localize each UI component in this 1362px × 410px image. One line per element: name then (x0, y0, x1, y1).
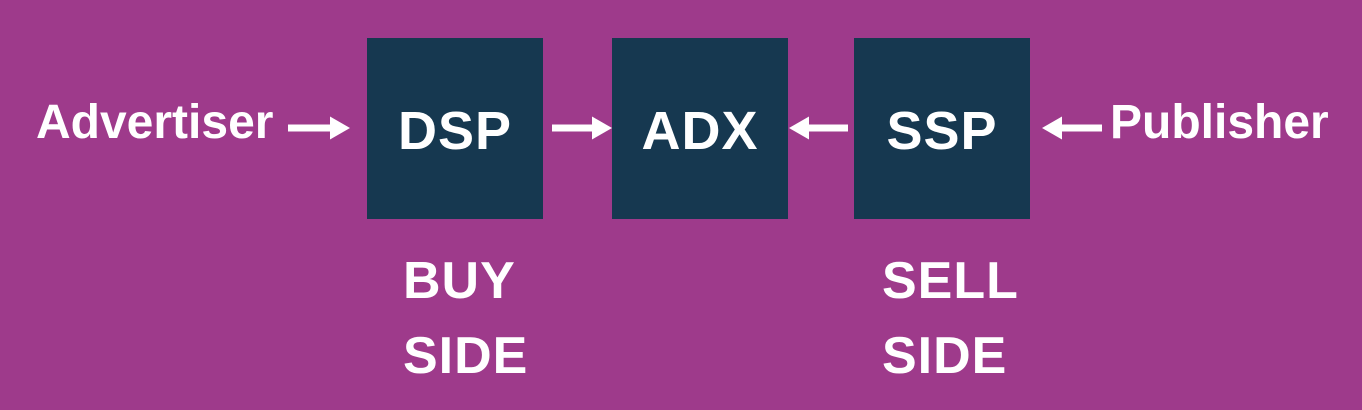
sell-side-line2: SIDE (882, 327, 1008, 385)
buy-side-annotation: BUY SIDE (403, 244, 528, 394)
adx-label: ADX (641, 100, 759, 161)
sell-side-line1: SELL (882, 252, 1019, 310)
adx-box: ADX (612, 38, 788, 219)
arrow-right-icon (552, 116, 612, 140)
dsp-box: DSP (367, 38, 543, 219)
advertiser-label: Advertiser (36, 96, 274, 149)
arrow-right-icon (288, 116, 350, 140)
publisher-label: Publisher (1110, 96, 1329, 149)
buy-side-line2: SIDE (403, 327, 529, 385)
dsp-label: DSP (397, 100, 513, 161)
ssp-label: SSP (886, 100, 998, 161)
ssp-box: SSP (854, 38, 1030, 219)
sell-side-annotation: SELL SIDE (882, 244, 1019, 394)
arrow-left-icon (1042, 116, 1102, 140)
buy-side-line1: BUY (403, 252, 516, 310)
arrow-left-icon (789, 116, 848, 140)
